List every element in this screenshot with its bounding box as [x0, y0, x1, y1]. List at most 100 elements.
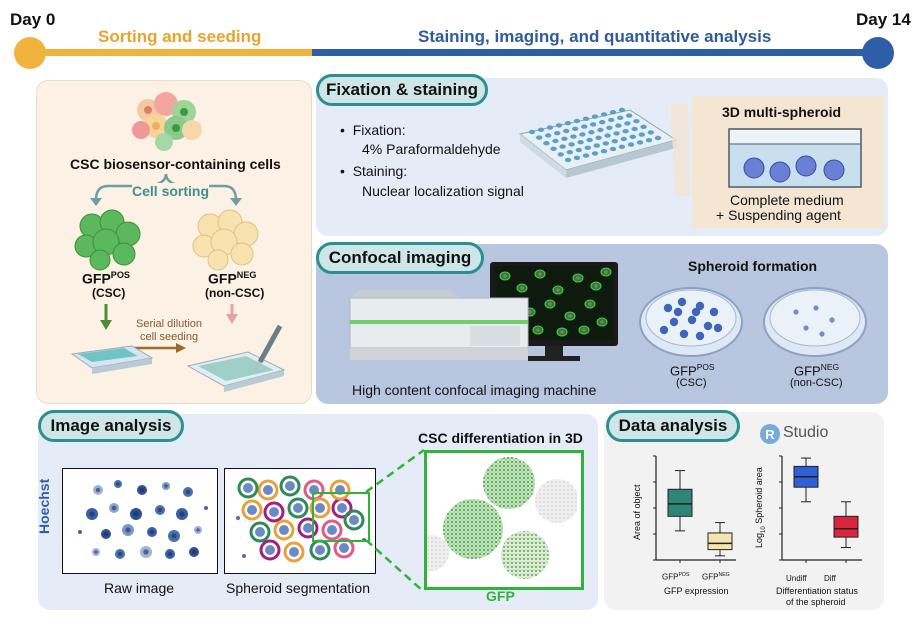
segmented-nucleus	[289, 547, 299, 557]
gfp-pos-sup: POS	[110, 270, 130, 280]
confocal-title: Confocal imaging	[316, 242, 484, 274]
monitor-nucleus	[560, 330, 564, 334]
spheroid-dot	[659, 325, 669, 335]
plate-well	[573, 118, 581, 124]
nucleus-core	[117, 551, 123, 557]
segmentation-ring	[297, 517, 319, 539]
segmented-nucleus	[263, 485, 273, 495]
monitor-nucleus	[520, 286, 524, 290]
spheroid-well-illustration	[728, 128, 862, 188]
spheroid-dot	[695, 331, 705, 341]
monitor-nucleus	[594, 284, 598, 288]
spheroid-dot	[691, 307, 701, 317]
segmentation-ring	[273, 519, 295, 541]
nucleus-core	[79, 531, 81, 533]
spheroid-dot	[803, 325, 809, 331]
spheroid-dot	[793, 309, 799, 315]
cell-seeding-label: cell seeding	[140, 331, 199, 343]
segmentation-ring	[249, 521, 271, 543]
dish-pos-sup: POS	[696, 362, 715, 372]
segmented-nucleus	[279, 525, 289, 535]
nucleus-core	[94, 550, 98, 554]
nucleus-core	[149, 529, 155, 535]
plate-well	[546, 125, 554, 130]
plate-well	[564, 121, 572, 126]
nucleus-core	[111, 505, 117, 511]
gfp-pos-sublabel: (CSC)	[92, 286, 126, 300]
plate-well	[595, 135, 602, 140]
nucleus-core	[125, 527, 131, 533]
segmented-nucleus	[293, 503, 303, 513]
dish-pos-main: GFP	[670, 363, 697, 379]
nucleus-core	[179, 511, 185, 517]
hoechst-label: Hoechst	[36, 478, 52, 534]
chart1-x1-sup: POS	[678, 572, 690, 578]
segmentation-ring	[241, 499, 263, 521]
segmentation-ring	[279, 475, 301, 497]
nucleus-core	[205, 507, 207, 509]
plate-well	[609, 146, 617, 152]
cell-cluster-illustration	[132, 92, 202, 151]
gfp-pos-main: GFP	[82, 270, 111, 287]
segmentation-ring	[259, 539, 281, 561]
plate-well	[582, 153, 590, 158]
plate-well	[581, 124, 588, 129]
spheroid-dot	[713, 323, 723, 333]
plate-well	[575, 147, 582, 153]
plate-well	[602, 141, 609, 146]
segmented-nucleus	[243, 483, 253, 493]
plate-well	[545, 133, 552, 138]
plate-well	[559, 144, 566, 149]
plate-well	[577, 140, 584, 145]
plate-well	[555, 123, 563, 128]
plate-well	[566, 150, 573, 155]
small-dot	[236, 516, 240, 520]
plate-well	[588, 130, 595, 135]
staining-detail: Nuclear localization signal	[362, 183, 524, 199]
plate-well	[613, 131, 620, 136]
segmented-nucleus	[247, 505, 257, 515]
monitor-nucleus	[556, 288, 560, 292]
box-diff	[833, 515, 859, 538]
dish-neg-label: GFPNEG	[794, 362, 839, 378]
fixation-label: Fixation:	[352, 122, 406, 138]
plate-well	[543, 141, 550, 146]
rstudio-logo: R	[760, 424, 780, 444]
monitor-nucleus	[536, 328, 540, 332]
suspending-label: + Suspending agent	[716, 207, 841, 223]
plate-well	[564, 157, 572, 163]
plate-well	[620, 136, 627, 142]
nucleus-core	[139, 487, 145, 493]
plate-well	[573, 155, 581, 160]
plate-well	[536, 135, 543, 140]
chart2-ylabel-sub: 10	[760, 526, 767, 533]
plate-well	[611, 139, 618, 144]
plate-well	[615, 123, 622, 128]
plate-well	[645, 138, 653, 143]
plate-well	[604, 133, 611, 138]
nucleus-core	[133, 511, 139, 517]
gfp-spheroids	[427, 457, 577, 579]
chart1-x2-sup: NEG	[718, 572, 730, 578]
monitor-nucleus	[604, 270, 608, 274]
chart1-x1-label: GFPPOS	[662, 572, 689, 582]
phase1-bar	[28, 49, 312, 56]
segmentation-ring	[283, 541, 305, 563]
plate-well	[584, 145, 591, 150]
plate-well	[618, 144, 626, 149]
spheroid-dot	[813, 305, 819, 311]
segmentation-label: Spheroid segmentation	[226, 580, 370, 596]
plate-well	[624, 121, 631, 126]
rstudio-r: R	[765, 426, 775, 442]
segmentation-ring	[237, 477, 259, 499]
plate-well	[597, 127, 604, 133]
plate-well	[617, 115, 624, 120]
plate-well	[618, 107, 626, 113]
chart1-x2-label: GFPNEG	[702, 572, 730, 582]
data-analysis-title: Data analysis	[606, 410, 740, 442]
plate-well	[568, 142, 575, 147]
spheroid-dot	[677, 297, 687, 307]
box-gfpneg	[707, 532, 733, 551]
plate-well	[550, 146, 557, 151]
plate-well	[636, 140, 644, 145]
